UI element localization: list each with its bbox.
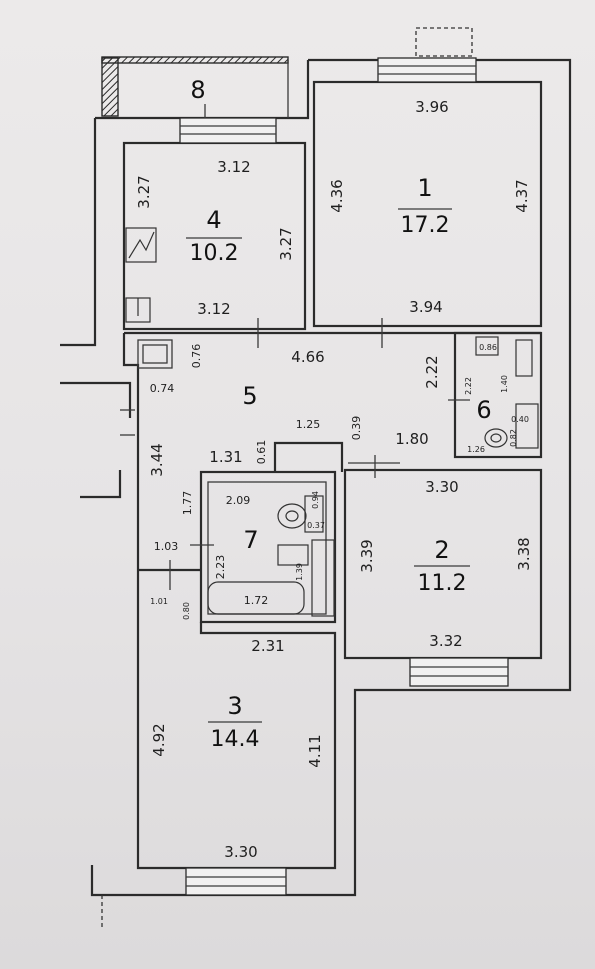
dim-r5-080: 0.80: [182, 602, 191, 620]
dim-r4-top: 3.12: [217, 158, 250, 176]
dim-r6-082: 0.82: [509, 429, 518, 447]
dim-r5-344: 3.44: [148, 443, 166, 476]
dim-r7-223: 2.23: [214, 555, 227, 580]
dim-r2-top: 3.30: [425, 478, 458, 496]
dim-r2-bottom: 3.32: [429, 632, 462, 650]
dim-r3-left: 4.92: [150, 723, 168, 756]
dim-r7-209: 2.09: [226, 494, 251, 507]
dim-r2-left: 3.39: [358, 539, 376, 572]
dim-r1-right: 4.37: [513, 179, 531, 212]
dim-r3-top: 2.31: [251, 637, 284, 655]
room-area-2: 11.2: [418, 571, 467, 596]
dim-r4-bottom: 3.12: [197, 300, 230, 318]
dim-r5-074: 0.74: [150, 382, 175, 395]
dim-r3-bottom: 3.30: [224, 843, 257, 861]
dim-r4-right: 3.27: [277, 227, 295, 260]
room-number-4: 4: [206, 206, 221, 234]
room-number-5: 5: [242, 382, 257, 410]
room-number-2: 2: [434, 536, 449, 564]
room-number-7: 7: [243, 526, 258, 554]
room-area-4: 10.2: [190, 241, 239, 266]
dim-r6-040: 0.40: [511, 415, 529, 424]
dim-r4-left: 3.27: [135, 175, 153, 208]
dim-r5-061: 0.61: [255, 440, 268, 465]
dim-r2-right: 3.38: [515, 537, 533, 570]
fixtures: [125, 227, 539, 617]
dim-r5-101: 1.01: [150, 597, 168, 606]
dim-r1-left: 4.36: [328, 179, 346, 212]
dim-r5-076: 0.76: [190, 344, 203, 369]
dim-r5-131: 1.31: [209, 448, 242, 466]
dim-r7-139: 1.39: [295, 563, 304, 581]
dim-r5-039: 0.39: [350, 416, 363, 441]
outer-walls: [60, 58, 572, 897]
dim-r5-125: 1.25: [296, 418, 321, 431]
dim-r3-right: 4.11: [306, 734, 324, 767]
dim-r6-222: 2.22: [464, 377, 473, 395]
door-marks: [101, 318, 470, 930]
room-number-3: 3: [227, 692, 242, 720]
room-area-3: 14.4: [211, 727, 260, 752]
balcony-8: [101, 56, 289, 118]
dim-r7-094: 0.94: [311, 491, 320, 509]
room-area-1: 17.2: [401, 213, 450, 238]
dim-r6-140: 1.40: [500, 375, 509, 393]
room-number-8: 8: [190, 76, 205, 104]
dim-r7-172: 1.72: [244, 594, 269, 607]
windows: [179, 27, 509, 896]
dim-r7-037: 0.37: [307, 521, 325, 530]
room-labels: 1 17.2 2 11.2 3 14.4 4 10.2 5 6 7 8: [186, 76, 492, 752]
dim-r5-177: 1.77: [181, 491, 194, 516]
dim-r5-103: 1.03: [154, 540, 179, 553]
room-number-1: 1: [417, 174, 432, 202]
dim-r6-126: 1.26: [467, 445, 485, 454]
dimension-labels: 3.96 4.36 4.37 3.94 3.12 3.27 3.27 3.12 …: [135, 98, 533, 861]
dim-r1-bottom: 3.94: [409, 298, 442, 316]
room-number-6: 6: [476, 396, 491, 424]
dim-r5-180: 1.80: [395, 430, 428, 448]
dim-r5-top: 4.66: [291, 348, 324, 366]
dim-r6-086: 0.86: [479, 343, 497, 352]
dim-r1-top: 3.96: [415, 98, 448, 116]
dim-r5-222: 2.22: [423, 355, 441, 388]
